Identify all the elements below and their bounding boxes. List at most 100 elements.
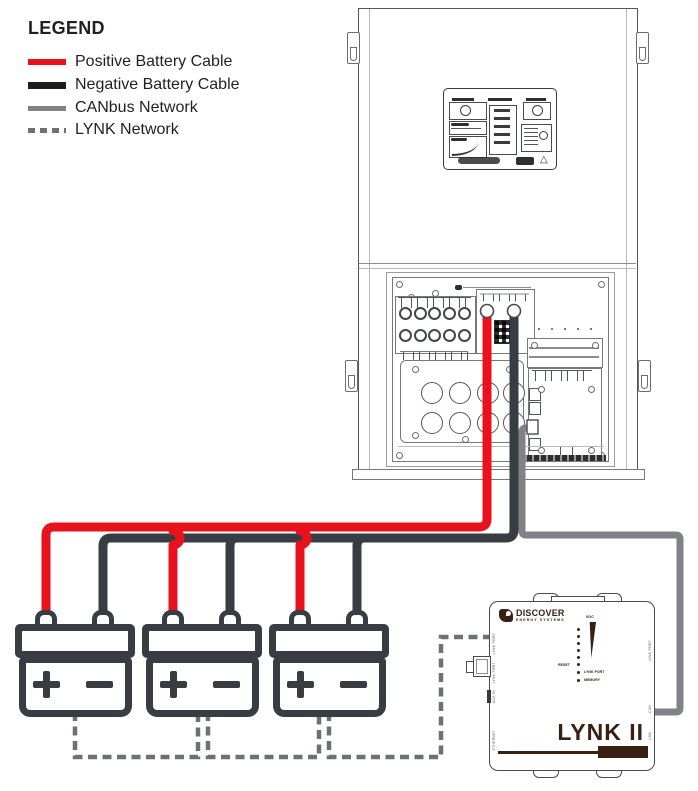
lynk-network-swatch — [28, 127, 66, 133]
accent-stripe — [498, 751, 598, 754]
soc-led — [577, 649, 581, 653]
minus-symbol — [213, 681, 240, 688]
legend-item-negative: Negative Battery Cable — [28, 75, 240, 95]
label-terminal-icon — [460, 105, 471, 116]
inverter-spec-label: △ — [443, 88, 557, 170]
mounting-tab — [596, 768, 622, 778]
legend-item-lynk: LYNK Network — [28, 120, 179, 140]
dc-caps — [480, 293, 529, 302]
screw — [462, 436, 469, 443]
vent-strip — [520, 455, 606, 461]
port-label-right-3: USB — [648, 732, 652, 740]
legend-title: LEGEND — [28, 18, 105, 38]
brand-tagline: ENERGY SYSTEMS — [516, 618, 565, 622]
screw — [588, 447, 595, 454]
soc-led — [577, 656, 581, 660]
label-dip-bars — [494, 109, 510, 149]
pcb-connector-row — [532, 370, 592, 381]
brand-name: DISCOVER — [516, 608, 565, 618]
mounting-clip — [636, 32, 649, 64]
terminal — [398, 306, 412, 320]
memory-label: MEMORY — [584, 678, 601, 682]
screw — [588, 386, 595, 393]
pcb-socket — [529, 402, 541, 415]
terminal — [398, 328, 412, 342]
dc-mini-terminals — [494, 320, 518, 344]
screw — [598, 281, 605, 288]
positive-cable-b3 — [295, 522, 312, 614]
mounting-clip — [638, 360, 651, 392]
side-notch — [487, 690, 491, 703]
brand-script-logo — [458, 157, 500, 164]
accent-stripe-thick — [598, 746, 648, 758]
lynk-cable-b2-b3 — [205, 712, 322, 760]
reset-label: RESET — [558, 663, 570, 667]
discover-logo-icon — [499, 609, 513, 622]
terminal-grid — [398, 302, 472, 346]
screw — [592, 342, 599, 349]
label-terminal-icon — [532, 105, 543, 116]
battery-lid — [269, 624, 389, 658]
compartment-ledge — [398, 446, 604, 447]
plus-symbol — [33, 671, 60, 698]
terminal-caps — [398, 297, 471, 308]
lynk-ii-gateway: DISCOVER ENERGY SYSTEMS SOC RESET LYNK P… — [489, 601, 655, 771]
positive-cable-swatch — [28, 59, 66, 65]
knockout-hole — [503, 382, 525, 404]
terminal — [413, 306, 427, 320]
screw — [538, 386, 545, 393]
label-heading — [451, 138, 467, 141]
legend-item-canbus: CANbus Network — [28, 98, 198, 118]
terminal-lugs — [400, 351, 468, 360]
port-label-right-1: LYNK PORT — [648, 640, 652, 662]
soc-led — [577, 642, 581, 646]
battery-body — [146, 656, 259, 717]
cabinet-wall-line — [626, 9, 627, 469]
discover-logo: DISCOVER ENERGY SYSTEMS — [499, 609, 565, 623]
screw — [396, 281, 403, 288]
cabinet-wall-line — [369, 9, 370, 469]
rail-bar — [529, 356, 599, 358]
port-label-left-2: LYNK PORT — [492, 662, 496, 684]
mounting-clip — [347, 32, 360, 64]
vent-dots — [538, 328, 600, 330]
lynk-cable-b1-b2 — [72, 712, 201, 760]
label-heading — [451, 123, 469, 126]
soc-label: SOC — [586, 615, 594, 619]
negative-cable-swatch — [28, 81, 66, 89]
mounting-clip — [345, 360, 358, 392]
cabinet-base — [352, 469, 645, 480]
compartment-detail — [455, 285, 462, 290]
battery-lid — [142, 624, 262, 658]
reset-led — [577, 663, 581, 667]
screw — [538, 447, 545, 454]
terminal — [428, 328, 442, 342]
port-label-left-4: ETHERNET — [492, 730, 496, 751]
terminal — [458, 328, 472, 342]
front-cover-edge — [359, 268, 636, 269]
knockout-hole — [421, 412, 443, 434]
terminal — [443, 306, 457, 320]
label-text-lines — [451, 128, 481, 132]
terminal — [413, 328, 427, 342]
terminal — [443, 328, 457, 342]
terminal — [428, 306, 442, 320]
mounting-rail — [527, 338, 603, 368]
cert-triangle-icon: △ — [540, 154, 548, 165]
port-label-left-1: LYNK PORT — [492, 633, 496, 655]
soc-gauge-icon — [589, 622, 596, 658]
knockout-hole — [477, 412, 499, 434]
model-name: LYNK II — [557, 719, 644, 745]
side-connector — [473, 656, 491, 677]
memory-led — [577, 679, 581, 683]
positive-cable-b2 — [168, 522, 185, 614]
minus-symbol — [86, 681, 113, 688]
minus-symbol — [340, 681, 367, 688]
legend-label: Positive Battery Cable — [75, 53, 233, 70]
port-label-right-2: CAN — [648, 705, 652, 713]
screw — [412, 432, 419, 439]
front-cover-edge — [359, 263, 636, 264]
negative-cable-b2 — [225, 533, 239, 614]
legend-label: Negative Battery Cable — [75, 76, 240, 93]
